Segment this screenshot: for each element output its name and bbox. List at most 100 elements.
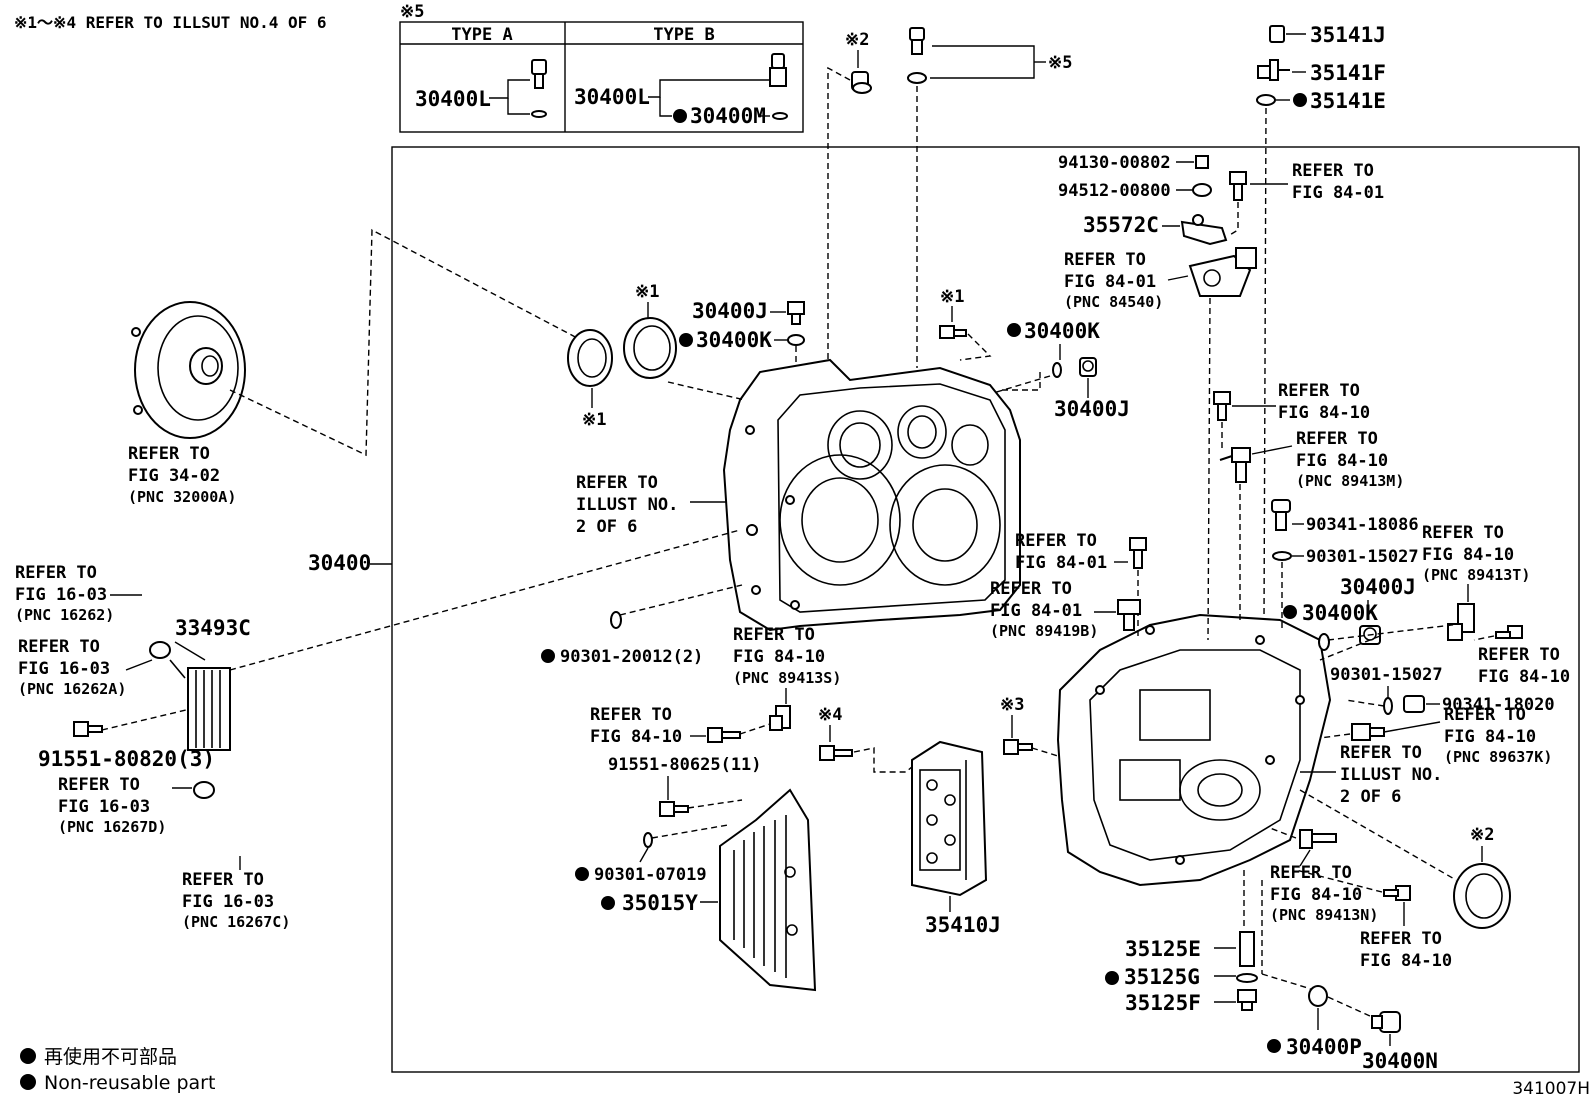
plug-icon — [1079, 357, 1097, 377]
type-a-header: TYPE A — [451, 25, 512, 45]
type-a-part-label: 30400L — [415, 87, 491, 111]
type-b-header: TYPE B — [653, 25, 714, 45]
svg-text:REFER TO: REFER TO — [182, 870, 264, 890]
svg-text:REFER TO: REFER TO — [1270, 863, 1352, 883]
ref-illust2b: REFER TO ILLUST NO. 2 OF 6 — [1340, 743, 1442, 807]
label-90341-18020: 90341-18020 — [1442, 695, 1555, 715]
type-box-frame — [399, 21, 804, 133]
svg-text:REFER TO: REFER TO — [15, 563, 97, 583]
gasket-icon — [1256, 94, 1276, 106]
plug-icon — [909, 27, 925, 55]
plug-icon — [1403, 695, 1425, 713]
svg-text:REFER TO: REFER TO — [58, 775, 140, 795]
figure-id: 341007H — [1512, 1079, 1590, 1099]
gasket-icon — [787, 334, 805, 346]
svg-text:REFER TO: REFER TO — [1015, 531, 1097, 551]
svg-text:FIG 84-01: FIG 84-01 — [990, 601, 1082, 621]
transaxle-case-icon — [722, 358, 1021, 632]
svg-text:(PNC 32000A): (PNC 32000A) — [128, 488, 236, 506]
transaxle-housing-icon — [1056, 613, 1332, 887]
plug-icon — [1237, 989, 1257, 1011]
svg-text:FIG 84-10: FIG 84-10 — [1444, 727, 1536, 747]
label-30400J-b: 30400J — [1054, 397, 1130, 421]
ref-fig8401b: REFER TO FIG 84-01 (PNC 89419B) — [990, 579, 1098, 640]
svg-text:FIG 84-10: FIG 84-10 — [1422, 545, 1514, 565]
lever-icon — [1180, 214, 1228, 246]
switch-icon — [1188, 247, 1257, 297]
label-90341-18086: 90341-18086 — [1306, 515, 1419, 535]
type-b-part2-label: 30400M — [690, 104, 766, 128]
svg-text:FIG 16-03: FIG 16-03 — [15, 585, 107, 605]
label-90301-15027-a: 90301-15027 — [1306, 547, 1419, 567]
oil-cooler-icon — [149, 641, 231, 751]
ref-fig8410s: REFER TO FIG 84-10 (PNC 89413S) — [733, 625, 841, 687]
svg-text:FIG 16-03: FIG 16-03 — [18, 659, 110, 679]
svg-text:REFER TO: REFER TO — [590, 705, 672, 725]
type-box: ※5 TYPE A TYPE B 30400L 30400L 30400M — [399, 2, 804, 133]
oil-pan-icon — [719, 788, 817, 992]
svg-text:REFER TO: REFER TO — [1278, 381, 1360, 401]
label-30400: 30400 — [308, 551, 371, 575]
label-35410J: 35410J — [925, 913, 1001, 937]
svg-text:REFER TO: REFER TO — [128, 444, 210, 464]
bolt-icon — [73, 721, 103, 737]
ref-illust2a: REFER TO ILLUST NO. 2 OF 6 — [576, 473, 678, 537]
mark-2b: ※2 — [1470, 825, 1494, 845]
bolt-icon — [1383, 885, 1411, 901]
bolt-icon — [1129, 537, 1147, 569]
svg-text:FIG 84-10: FIG 84-10 — [1360, 951, 1452, 971]
svg-text:FIG 16-03: FIG 16-03 — [58, 797, 150, 817]
sensor-icon — [1351, 723, 1385, 741]
ref-fig3402: REFER TO FIG 34-02 (PNC 32000A) — [128, 444, 236, 506]
svg-text:REFER TO: REFER TO — [1340, 743, 1422, 763]
label-35141E: 35141E — [1310, 89, 1386, 113]
svg-text:(PNC 89413T): (PNC 89413T) — [1422, 566, 1530, 584]
label-94512-00800: 94512-00800 — [1058, 181, 1171, 201]
breather-plug-icon — [1257, 59, 1290, 81]
svg-text:FIG 84-10: FIG 84-10 — [1270, 885, 1362, 905]
sensor-icon — [769, 705, 791, 731]
svg-text:(PNC 89413S): (PNC 89413S) — [733, 669, 841, 687]
nut-icon — [1195, 155, 1209, 169]
svg-text:REFER TO: REFER TO — [1360, 929, 1442, 949]
svg-text:FIG 34-02: FIG 34-02 — [128, 466, 220, 486]
ref-fig8410t: REFER TO FIG 84-10 (PNC 89413T) — [1422, 523, 1530, 584]
label-30400P: 30400P — [1286, 1035, 1362, 1059]
bolt-icon — [707, 727, 741, 743]
torque-converter-icon — [131, 301, 246, 439]
label-33493C: 33493C — [175, 616, 251, 640]
svg-text:FIG 84-10: FIG 84-10 — [590, 727, 682, 747]
svg-text:2 OF 6: 2 OF 6 — [1340, 787, 1401, 807]
bolt-icon — [939, 325, 967, 339]
gasket-icon — [772, 112, 788, 120]
label-94130-00802: 94130-00802 — [1058, 153, 1171, 173]
ref-fig8410k: REFER TO FIG 84-10 (PNC 89637K) — [1444, 705, 1552, 766]
svg-text:REFER TO: REFER TO — [576, 473, 658, 493]
svg-text:(PNC 89413N): (PNC 89413N) — [1270, 906, 1378, 924]
svg-text:FIG 84-01: FIG 84-01 — [1064, 272, 1156, 292]
ref-fig8410a: REFER TO FIG 84-10 — [590, 705, 682, 747]
plug-icon — [1371, 1011, 1401, 1033]
o-ring-icon — [610, 611, 622, 629]
label-30400K-b: 30400K — [1024, 319, 1100, 343]
label-35572C: 35572C — [1083, 213, 1159, 237]
bolt-icon — [787, 301, 805, 325]
svg-text:REFER TO: REFER TO — [18, 637, 100, 657]
ref-fig1603a: REFER TO FIG 16-03 (PNC 16262) — [15, 563, 114, 624]
oil-seal-icon — [567, 329, 613, 387]
sensor-icon — [1117, 599, 1141, 631]
ref-fig8410n: REFER TO FIG 84-10 (PNC 89413N) — [1270, 863, 1378, 924]
ref-fig8410d: REFER TO FIG 84-10 — [1360, 929, 1452, 971]
header-note: ※1～※4 REFER TO ILLSUT NO.4 OF 6 — [14, 13, 327, 32]
label-30400N: 30400N — [1362, 1049, 1438, 1073]
bolt-icon — [659, 801, 689, 817]
ref-fig1603c: REFER TO FIG 16-03 (PNC 16267D) — [58, 775, 166, 836]
svg-text:FIG 84-01: FIG 84-01 — [1292, 183, 1384, 203]
mark-1b: ※1 — [582, 410, 606, 430]
ref-fig8410b: REFER TO FIG 84-10 — [1278, 381, 1370, 423]
ref-fig8401c: REFER TO FIG 84-01 — [1015, 531, 1107, 573]
ref-fig8410c: REFER TO FIG 84-10 — [1478, 645, 1570, 687]
o-ring-icon — [1383, 697, 1393, 715]
oil-seal-icon — [1453, 863, 1511, 929]
